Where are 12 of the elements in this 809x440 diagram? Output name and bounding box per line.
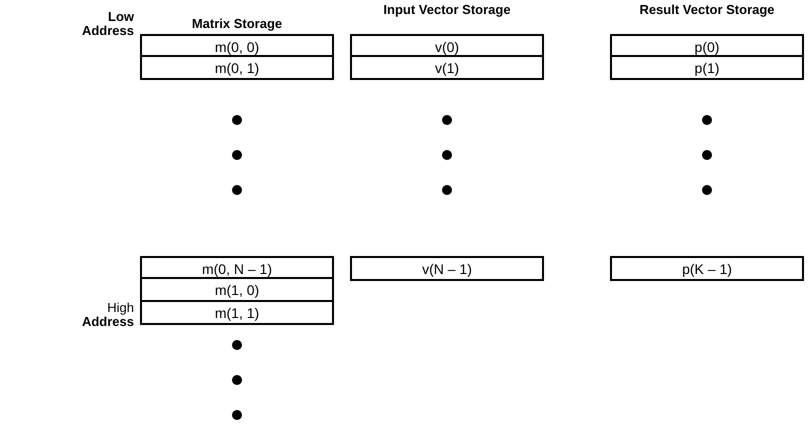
memory-cell: m(1, 0) [140, 277, 334, 302]
column-heading: Result Vector Storage [638, 3, 776, 17]
memory-cell: m(1, 1) [140, 300, 334, 325]
memory-cell: p(1) [610, 55, 804, 80]
address-label: High Address [80, 301, 134, 329]
memory-cell: m(0, 1) [140, 55, 334, 80]
memory-cell: v(1) [350, 55, 544, 80]
column-heading: Matrix Storage [190, 17, 284, 31]
memory-cell: v(N – 1) [350, 256, 544, 281]
address-label: Low Address [80, 10, 134, 38]
column-heading: Input Vector Storage [382, 3, 512, 17]
memory-cell: p(K – 1) [610, 256, 804, 281]
